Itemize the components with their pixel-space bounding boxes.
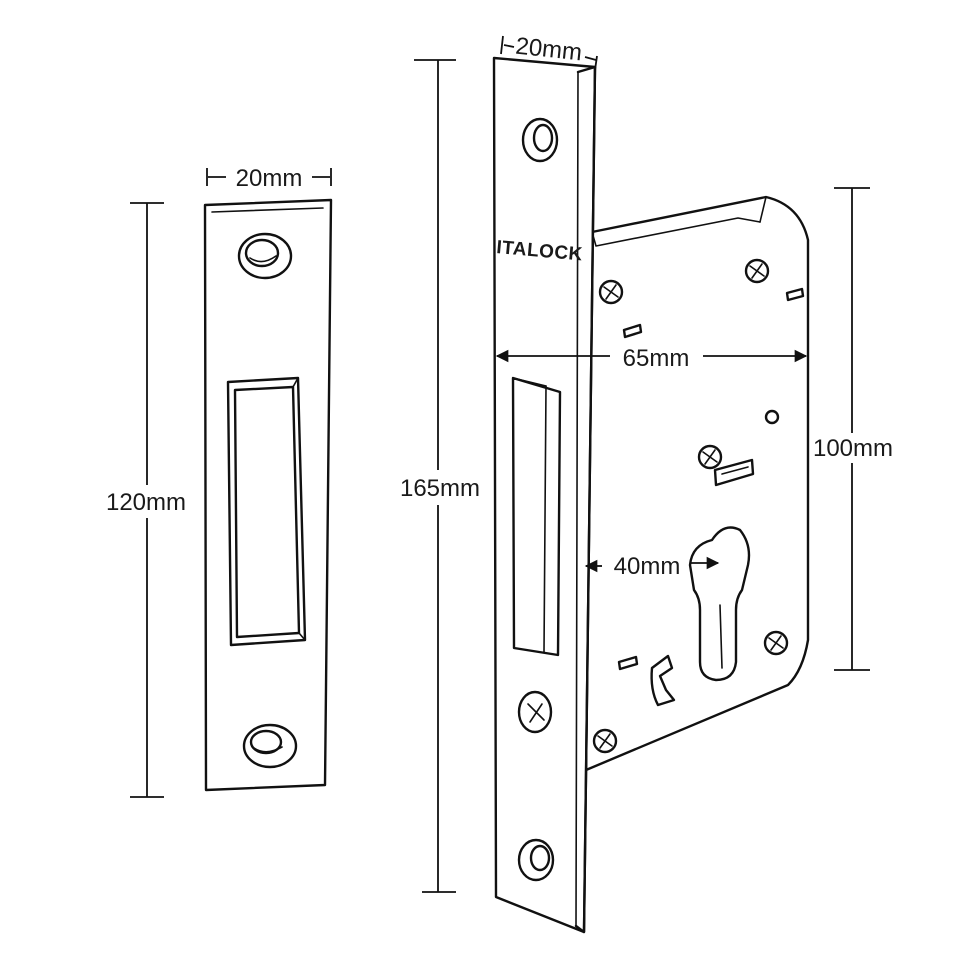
- strike-height-label: 120mm: [106, 489, 186, 516]
- case-height-dimension: 100mm: [813, 187, 893, 671]
- case-screw-middle: [697, 444, 723, 470]
- case-slot-middle: [713, 458, 755, 487]
- case-screw-top-right: [744, 258, 770, 284]
- backset-dimension: 40mm: [584, 553, 720, 580]
- case-screw-bottom-right: [763, 630, 789, 656]
- faceplate-top-screw-hole: [521, 117, 559, 163]
- case-slot-lower-left: [617, 655, 639, 671]
- strike-width-label: 20mm: [236, 165, 303, 192]
- case-width-label: 65mm: [623, 345, 690, 372]
- case-slot-upper-right: [785, 287, 805, 302]
- faceplate-height-dimension: 165mm: [400, 59, 480, 893]
- strike-width-dimension: 20mm: [206, 165, 332, 192]
- case-screw-bottom-left: [592, 728, 618, 754]
- faceplate-bottom-screw-hole: [517, 838, 555, 882]
- euro-cylinder-hole: [688, 526, 751, 682]
- faceplate-latch-opening: [511, 376, 562, 657]
- case-pin-hole: [764, 409, 780, 425]
- lock-case: [584, 195, 810, 772]
- strike-plate: [203, 198, 333, 792]
- case-height-label: 100mm: [813, 435, 893, 462]
- strike-bottom-screw-hole: [242, 723, 298, 769]
- faceplate-height-label: 165mm: [400, 475, 480, 502]
- strike-height-dimension: 120mm: [106, 202, 186, 798]
- case-screw-top-left: [598, 279, 624, 305]
- strike-latch-opening: [226, 376, 307, 647]
- strike-plate-outline: [203, 198, 333, 792]
- lock-faceplate: ITALOCK: [492, 56, 597, 934]
- faceplate-lower-screw: [517, 690, 553, 734]
- backset-label: 40mm: [614, 553, 681, 580]
- strike-top-screw-hole: [237, 232, 293, 280]
- case-width-dimension: 65mm: [495, 345, 808, 372]
- case-slot-upper-left: [622, 323, 643, 339]
- mortice-lock: ITALOCK: [492, 56, 810, 934]
- case-cam-slot: [650, 654, 676, 707]
